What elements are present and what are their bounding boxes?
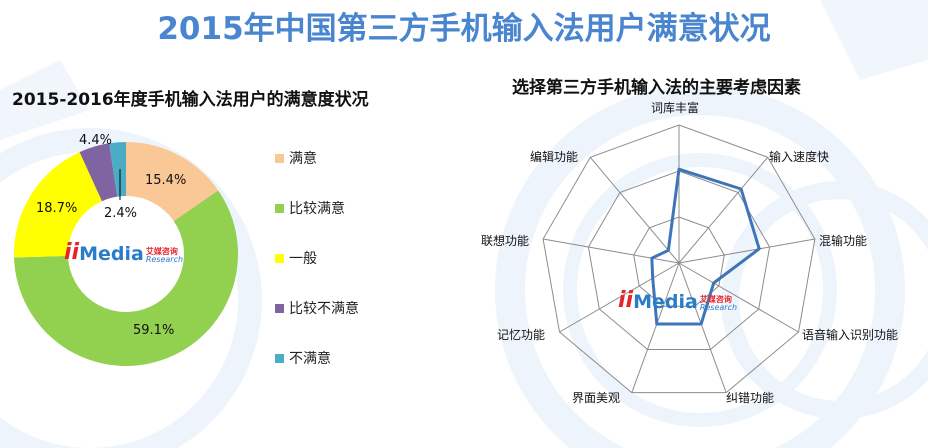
radar-spoke xyxy=(678,262,727,393)
legend-item-fairly-satisfied: 比较满意 xyxy=(275,200,359,217)
legend-swatch xyxy=(275,303,284,313)
radar-grid-ring xyxy=(542,124,816,394)
radar-axis-label: 纠错功能 xyxy=(726,391,775,405)
radar-grid-ring xyxy=(633,216,725,307)
radar-spoke xyxy=(631,262,680,393)
radar-spoke xyxy=(589,156,680,264)
slice-label-fairly-satisfied: 59.1% xyxy=(133,323,175,338)
radar-spoke xyxy=(559,262,680,333)
slice-label-unsatisfied: 2.4% xyxy=(104,206,138,221)
radar-axis-label: 记忆功能 xyxy=(497,328,546,342)
legend-item-neutral: 一般 xyxy=(275,250,359,267)
radar-axis-label: 混输功能 xyxy=(819,234,868,248)
radar-chart-title: 选择第三方手机输入法的主要考虑因素 xyxy=(512,78,801,98)
radar-axis-label: 界面美观 xyxy=(572,391,621,405)
legend-swatch xyxy=(275,253,284,263)
legend-item-satisfied: 满意 xyxy=(275,150,359,167)
donut-slice xyxy=(14,152,102,258)
donut-chart xyxy=(14,142,238,367)
legend-swatch xyxy=(275,153,284,163)
donut-legend: 满意 比较满意 一般 比较不满意 不满意 xyxy=(275,150,359,400)
radar-axis-label: 词库丰富 xyxy=(651,101,700,115)
legend-item-fairly-unsatisfied: 比较不满意 xyxy=(275,300,359,317)
radar-axis-label: 编辑功能 xyxy=(530,150,579,164)
donut-slice xyxy=(109,142,126,197)
page-title: 2015年中国第三方手机输入法用户满意状况 xyxy=(157,11,771,47)
radar-axis-label: 语音输入识别功能 xyxy=(802,328,899,342)
radar-spoke xyxy=(678,156,769,264)
slice-label-fairly-unsatisfied: 4.4% xyxy=(79,133,113,148)
donut-chart-title: 2015-2016年度手机输入法用户的满意度状况 xyxy=(12,90,369,110)
radar-spoke xyxy=(543,238,680,264)
radar-chart xyxy=(542,124,816,394)
legend-item-unsatisfied: 不满意 xyxy=(275,350,359,367)
donut-slice xyxy=(79,143,118,202)
donut-slice xyxy=(126,142,219,222)
legend-swatch xyxy=(275,203,284,213)
slice-label-neutral: 18.7% xyxy=(36,201,78,216)
slice-label-satisfied: 15.4% xyxy=(145,173,187,188)
radar-series-line xyxy=(650,167,761,326)
radar-spoke xyxy=(678,238,815,264)
donut-slice xyxy=(14,190,238,367)
radar-spoke xyxy=(678,262,799,333)
legend-swatch xyxy=(275,353,284,363)
radar-grid-ring xyxy=(587,170,771,350)
radar-axis-label: 输入速度快 xyxy=(769,150,830,164)
radar-axis-label: 联想功能 xyxy=(481,234,530,248)
